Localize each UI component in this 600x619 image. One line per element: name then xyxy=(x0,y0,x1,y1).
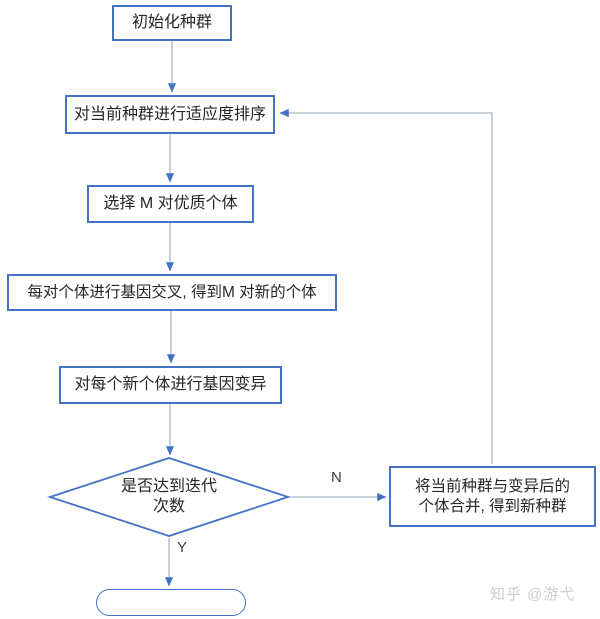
decision-diamond-shape xyxy=(47,457,291,537)
node-decision-iterations: 是否达到迭代 次数 xyxy=(69,467,269,527)
node-gene-mutation: 对每个新个体进行基因变异 xyxy=(59,366,282,404)
edge-merge-feedback-to-sort xyxy=(279,108,493,464)
node-initialize-population-label: 初始化种群 xyxy=(131,14,212,31)
node-initialize-population: 初始化种群 xyxy=(112,5,232,41)
node-gene-mutation-label: 对每个新个体进行基因变异 xyxy=(74,376,267,393)
node-end-terminator xyxy=(96,589,246,616)
node-gene-crossover: 每对个体进行基因交叉, 得到M 对新的个体 xyxy=(7,274,337,311)
node-decision-iterations-line1: 是否达到迭代 xyxy=(120,478,217,495)
node-gene-crossover-label: 每对个体进行基因交叉, 得到M 对新的个体 xyxy=(27,283,317,301)
node-merge-population-line1: 将当前种群与变异后的 xyxy=(414,478,570,496)
edge-label-no: N xyxy=(331,469,342,486)
node-merge-population: 将当前种群与变异后的 个体合并, 得到新种群 xyxy=(389,466,596,527)
node-merge-population-line2: 个体合并, 得到新种群 xyxy=(418,497,567,515)
node-decision-iterations-line2: 次数 xyxy=(152,498,185,515)
node-select-individuals: 选择 M 对优质个体 xyxy=(87,185,254,223)
node-fitness-sort-label: 对当前种群进行适应度排序 xyxy=(73,105,266,123)
node-select-individuals-label: 选择 M 对优质个体 xyxy=(103,195,238,212)
watermark-text: 知乎 @游弋 xyxy=(490,586,576,603)
node-fitness-sort: 对当前种群进行适应度排序 xyxy=(65,95,275,134)
edge-label-yes: Y xyxy=(177,539,188,556)
